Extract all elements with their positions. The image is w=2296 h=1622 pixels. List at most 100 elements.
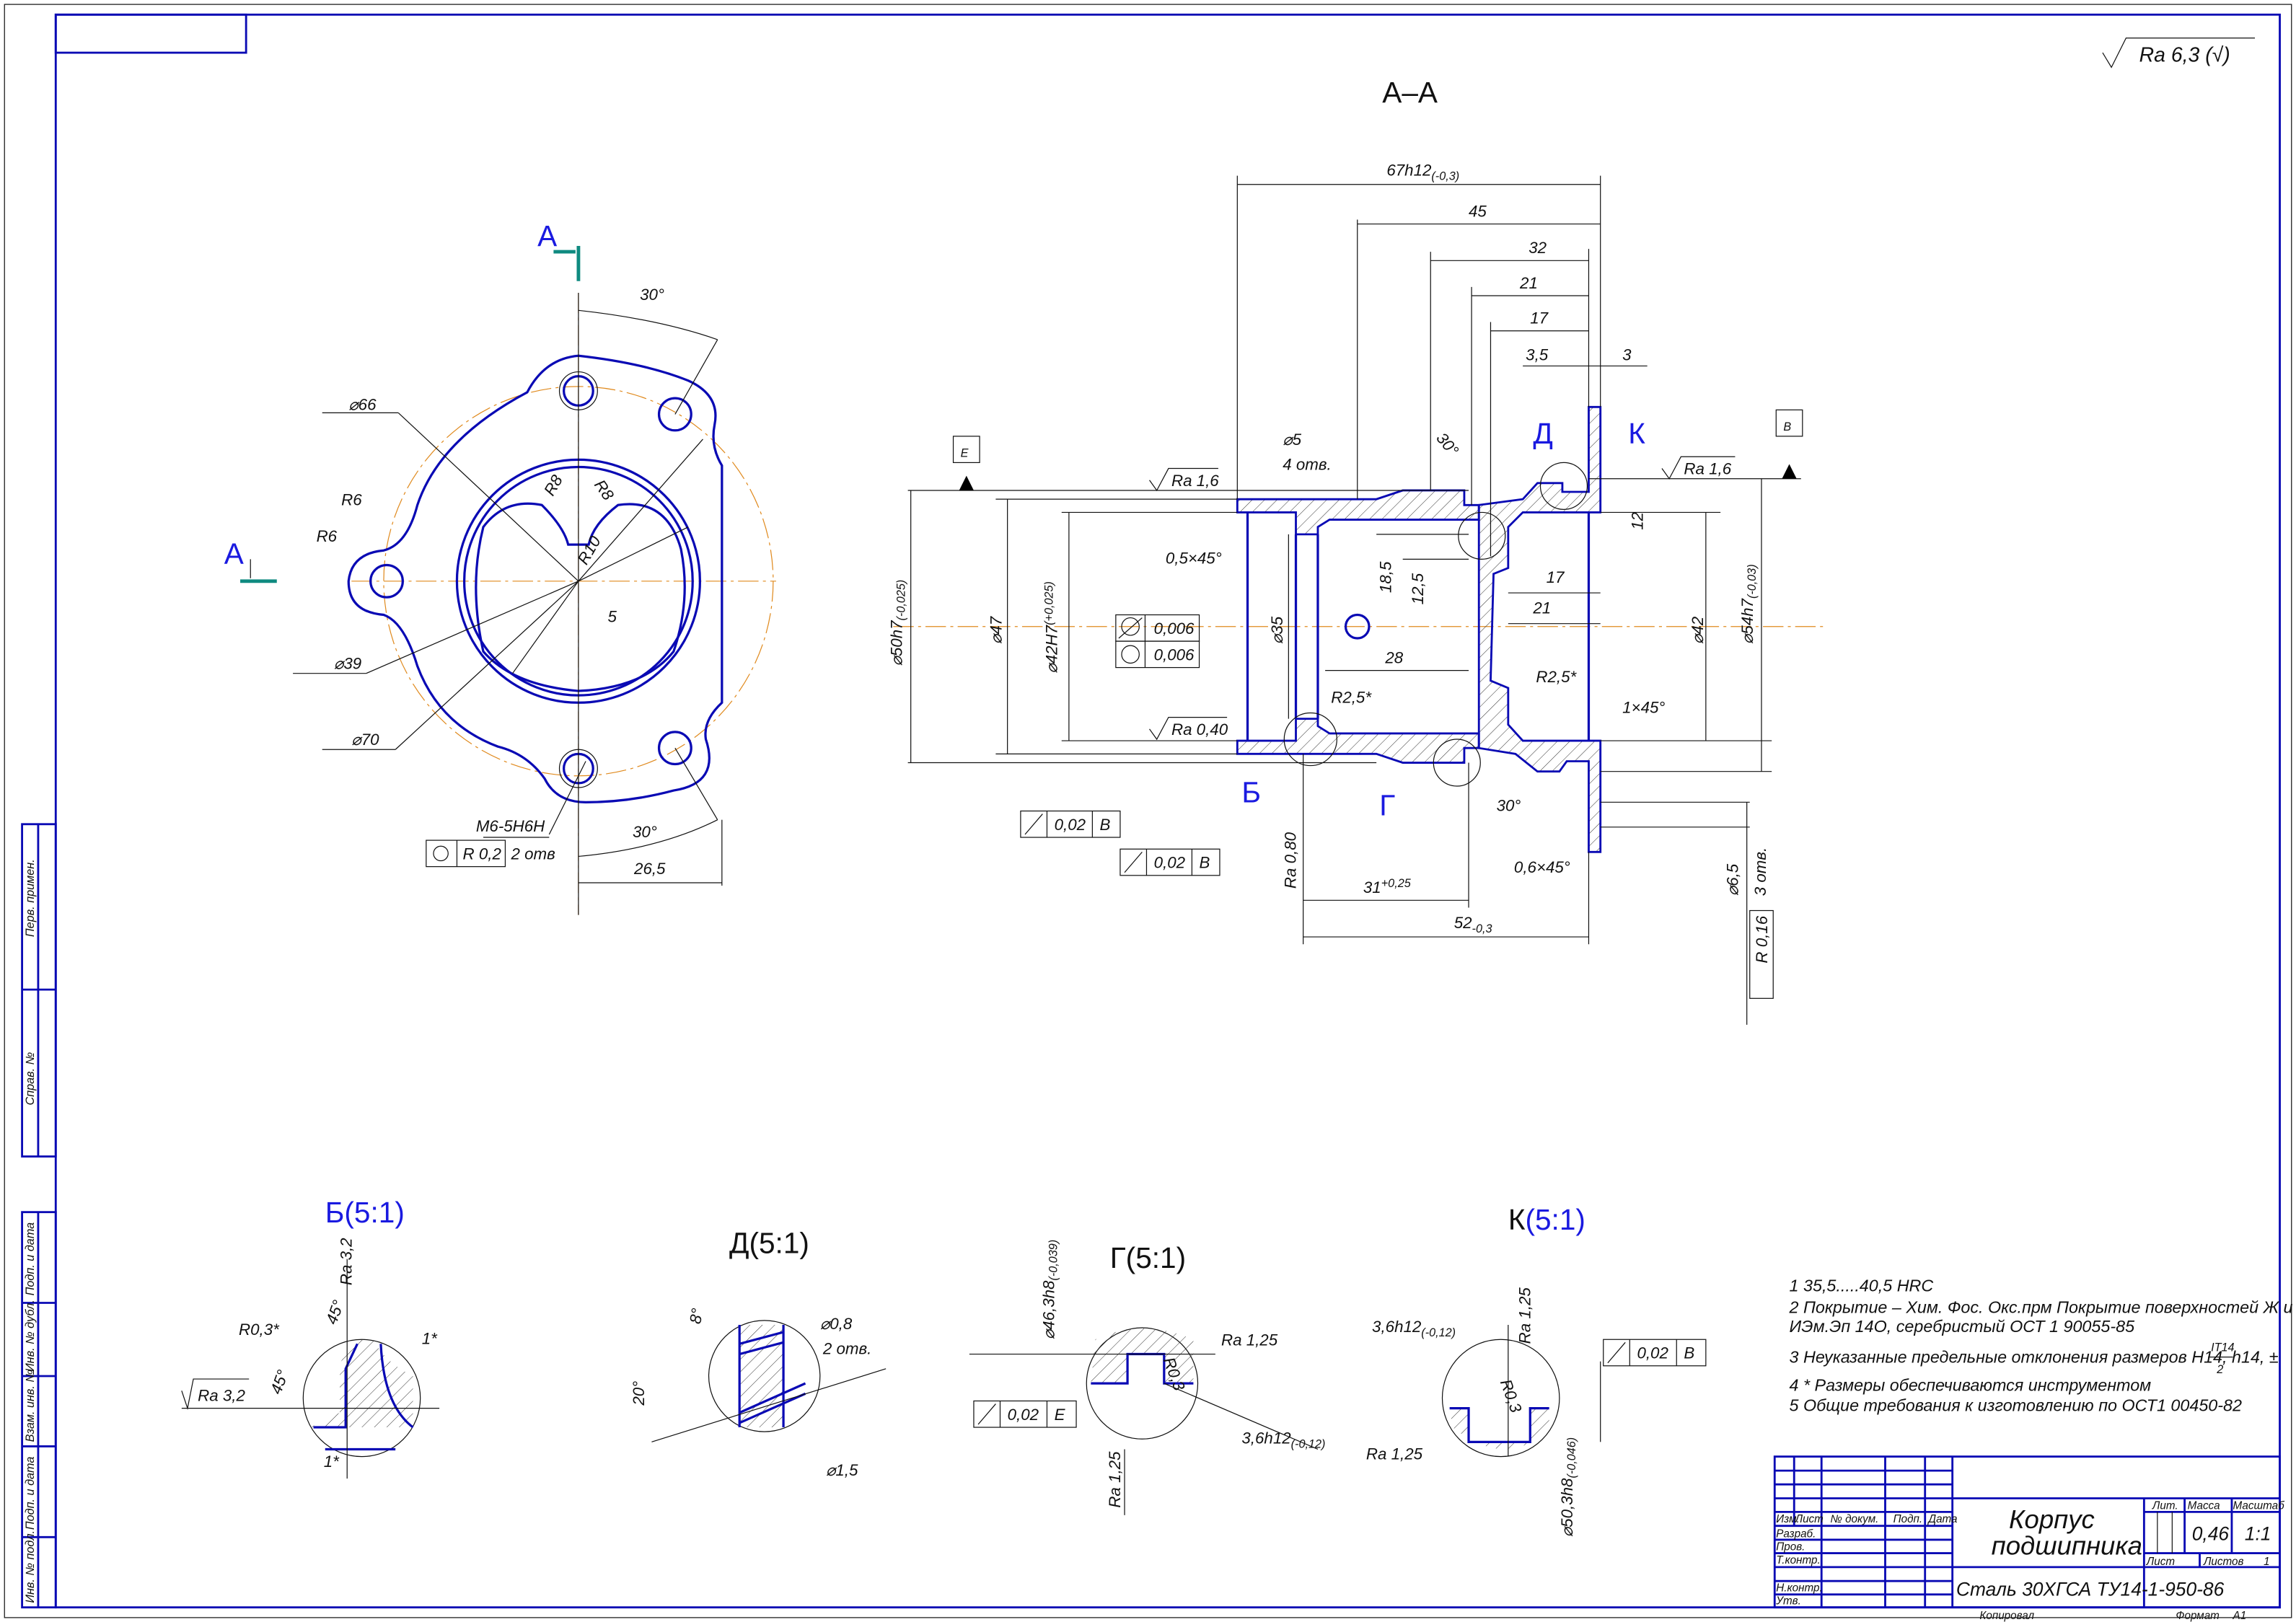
cylindricity-value: 0,006: [1154, 620, 1195, 638]
runout-datum: В: [1100, 816, 1111, 834]
detail-b-ra-3-2: Ra 3,2: [337, 1238, 355, 1285]
tb-role: Н.контр.: [1776, 1582, 1822, 1594]
tb-scale-value: 1:1: [2245, 1522, 2271, 1544]
dim-angle-top: 30°: [640, 286, 664, 304]
detail-marker-k: К: [1628, 417, 1645, 450]
tb-sheets-label: Листов: [2203, 1556, 2243, 1568]
dim-chamfer-1: 1×45°: [1622, 699, 1665, 717]
part-material: Сталь 30ХГСА ТУ14-1-950-86: [1956, 1578, 2225, 1600]
detail-k-ra-1-25: Ra 1,25: [1516, 1287, 1534, 1344]
detail-d-angle-8: 8°: [686, 1307, 706, 1325]
dim-r2-5: R2,5*: [1536, 668, 1577, 686]
runout-datum: В: [1200, 854, 1210, 872]
tb-role: Пров.: [1776, 1541, 1805, 1553]
section-title: А–А: [1382, 76, 1438, 109]
dim-d66: ⌀66: [348, 395, 377, 413]
detail-b-dim-1: 1*: [324, 1453, 340, 1471]
detail-b-angle: 45°: [322, 1297, 348, 1326]
datum-b: В: [1783, 420, 1791, 433]
copied-label: Копировал: [1979, 1610, 2034, 1622]
dim-d35: ⌀35: [1268, 616, 1286, 644]
stamp-label: Инв. № дубл.: [24, 1300, 37, 1372]
side-stamp: Перв. примен. Справ. № Подп. и дата Инв.…: [21, 823, 57, 1609]
dim-d50: ⌀50h7(-0,025): [887, 580, 907, 666]
stamp-label: Подп. и дата: [24, 1457, 37, 1530]
detail-d-angle-20: 20°: [630, 1381, 648, 1406]
dim-3: 3: [1622, 345, 1632, 363]
detail-marker-d: Д: [1533, 417, 1552, 450]
format-label: Формат: [2176, 1610, 2219, 1622]
detail-g-title: Г(5:1): [1110, 1241, 1186, 1274]
dim-17-inner: 17: [1547, 568, 1565, 586]
detail-g-d46: ⌀46,3h8(-0,039): [1040, 1240, 1060, 1339]
detail-g-d36: 3,6h12(-0,12): [1241, 1429, 1325, 1450]
roughness-ra-0-80: Ra 0,80: [1282, 832, 1300, 889]
detail-b-angle: 45°: [267, 1367, 292, 1396]
tb-sheets-value: 1: [2264, 1556, 2269, 1568]
dim-angle-bottom: 30°: [633, 823, 657, 841]
note-line: 4 * Размеры обеспечиваются инструментом: [1790, 1375, 2152, 1394]
detail-k-tol-datum: В: [1684, 1344, 1694, 1362]
note-line: ИЭм.Эп 14О, серебристый ОСТ 1 90055-85: [1790, 1317, 2136, 1336]
dim-d42: ⌀42: [1689, 616, 1707, 644]
dim-28: 28: [1384, 648, 1403, 666]
dim-d47: ⌀47: [988, 615, 1006, 644]
dim-3-5: 3,5: [1526, 345, 1549, 363]
stamp-label: Взам. инв. №: [24, 1370, 37, 1442]
roundness-icon: [1121, 645, 1140, 664]
detail-marker-g: Г: [1379, 789, 1395, 822]
note-fraction-den: 2: [2216, 1363, 2223, 1376]
dim-5: 5: [608, 608, 617, 626]
detail-k-d36: 3,6h12(-0,12): [1372, 1318, 1456, 1339]
dim-d39: ⌀39: [334, 655, 361, 673]
runout-value: 0,02: [1055, 816, 1086, 834]
cylindricity-icon: [1118, 617, 1143, 639]
detail-k-r03: R0,3: [1497, 1377, 1526, 1415]
detail-b-title: Б(5:1): [325, 1196, 405, 1229]
dim-18-5: 18,5: [1376, 561, 1394, 593]
dim-r6: R6: [341, 490, 362, 508]
dim-hole-5: ⌀5: [1283, 431, 1301, 449]
general-roughness-text: Ra 6,3 (√): [2139, 43, 2230, 66]
dim-chamfer-05: 0,5×45°: [1166, 549, 1222, 567]
dim-r6: R6: [317, 527, 338, 545]
note-line: 3 Неуказанные предельные отклонения разм…: [1790, 1348, 2279, 1367]
detail-g-ra-1-25: Ra 1,25: [1106, 1451, 1124, 1508]
dim-67: 67h12(-0,3): [1386, 162, 1459, 183]
dim-angle-30-bottom: 30°: [1497, 797, 1521, 815]
runout-icon: [1124, 851, 1143, 873]
dim-r8: R8: [591, 476, 617, 503]
tb-role: Т.контр.: [1776, 1554, 1820, 1566]
tb-header: Лист: [1795, 1513, 1824, 1525]
dim-angle-30-top: 30°: [1433, 429, 1462, 459]
detail-d-count: 2 отв.: [822, 1340, 871, 1358]
detail-k-ra-1-25: Ra 1,25: [1366, 1445, 1423, 1463]
tb-header: № докум.: [1830, 1513, 1878, 1525]
dim-hole-6-5-count: 3 отв.: [1751, 847, 1769, 896]
dim-21: 21: [1519, 274, 1538, 292]
tb-role: Разраб.: [1776, 1528, 1816, 1540]
stamp-label: Подп. и дата: [24, 1222, 37, 1296]
detail-d-title: Д(5:1): [729, 1226, 809, 1259]
tb-header: Дата: [1927, 1513, 1957, 1525]
detail-g-tol-datum: Е: [1055, 1406, 1066, 1424]
detail-b-dim-1: 1*: [422, 1329, 438, 1347]
detail-k-tol-value: 0,02: [1637, 1344, 1668, 1362]
position-tolerance-value: R 0,2: [463, 845, 502, 863]
dim-d42H7: ⌀42H7(+0,025): [1043, 581, 1061, 674]
dim-r8: R8: [540, 472, 566, 499]
tb-role: Утв.: [1775, 1595, 1801, 1608]
roughness-ra-1-6: Ra 1,6: [1684, 460, 1731, 478]
roundness-value: 0,006: [1154, 645, 1195, 664]
position-icon: [433, 845, 449, 862]
dim-17: 17: [1530, 309, 1549, 327]
tb-header: Изм.: [1776, 1513, 1799, 1525]
dim-12: 12: [1629, 511, 1647, 529]
detail-g: Г(5:1) ⌀46,3h8(-0,039) Ra 1,25 R0,3 0,02…: [969, 1240, 1325, 1515]
detail-k-d50: ⌀50,3h8(-0,046): [1558, 1437, 1578, 1537]
detail-g-tol-value: 0,02: [1008, 1406, 1039, 1424]
tb-mass-value: 0,46: [2192, 1522, 2230, 1544]
section-view: 67h12(-0,3) 45 32 21 17 3,5 3 ⌀5 4 отв. …: [887, 162, 1824, 1025]
tb-mass-label: Масса: [2188, 1500, 2220, 1512]
